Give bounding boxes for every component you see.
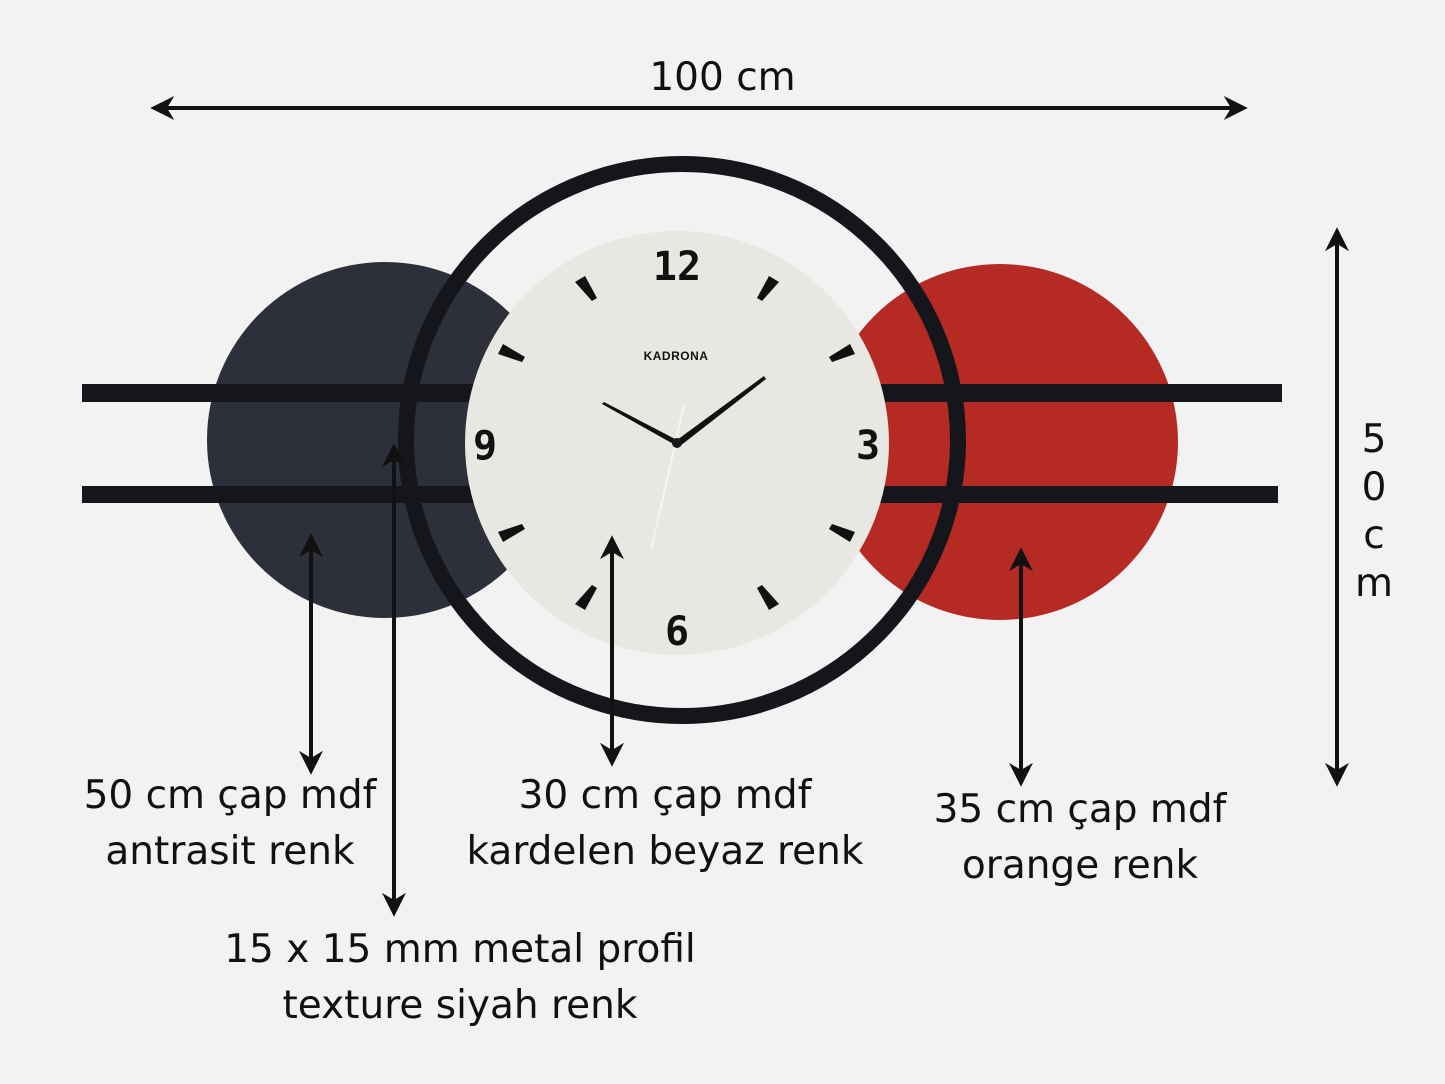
hour-marker-11 xyxy=(575,276,597,301)
numeral-3: 3 xyxy=(856,423,880,469)
hour-hand xyxy=(602,402,677,446)
anthracite-disc xyxy=(207,262,563,618)
orange-disc-label: 35 cm çap mdf orange renk xyxy=(905,782,1255,894)
brand-logo: KADRONA xyxy=(644,349,709,363)
white-dial-label-line1: 30 cm çap mdf xyxy=(518,773,812,818)
hour-marker-7 xyxy=(575,585,597,610)
height-char-4: m xyxy=(1355,561,1393,606)
height-char-3: c xyxy=(1363,513,1385,558)
hand-pivot xyxy=(672,438,682,448)
hour-markers xyxy=(498,276,855,610)
hour-marker-2 xyxy=(829,344,855,362)
metal-ring xyxy=(398,156,966,724)
metal-profile-label: 15 x 15 mm metal profil texture siyah re… xyxy=(190,922,730,1034)
anthracite-label-line2: antrasit renk xyxy=(105,829,355,874)
metal-profile-label-line1: 15 x 15 mm metal profil xyxy=(224,927,696,972)
hour-marker-1 xyxy=(757,276,779,301)
clock-hands xyxy=(602,376,766,551)
numeral-6: 6 xyxy=(665,609,689,655)
minute-hand xyxy=(677,376,766,446)
numeral-12: 12 xyxy=(653,244,701,290)
height-char-2: 0 xyxy=(1361,465,1387,510)
white-dial-label-line2: kardelen beyaz renk xyxy=(466,829,864,874)
orange-disc xyxy=(822,264,1178,620)
height-char-1: 5 xyxy=(1361,417,1387,462)
orange-label-line2: orange renk xyxy=(961,843,1199,888)
anthracite-label-line1: 50 cm çap mdf xyxy=(83,773,377,818)
hour-marker-4 xyxy=(829,524,855,542)
orange-label-line1: 35 cm çap mdf xyxy=(933,787,1227,832)
anthracite-disc-label: 50 cm çap mdf antrasit renk xyxy=(60,768,400,880)
hour-marker-5 xyxy=(757,585,779,610)
width-dimension-label: 100 cm xyxy=(649,55,796,100)
numeral-9: 9 xyxy=(473,423,497,469)
hour-marker-10 xyxy=(498,344,525,362)
metal-profile-label-line2: texture siyah renk xyxy=(282,983,638,1028)
second-hand xyxy=(650,404,685,551)
height-dimension-label: 5 0 c m xyxy=(1344,416,1404,608)
hour-marker-8 xyxy=(498,524,525,542)
white-dial-label: 30 cm çap mdf kardelen beyaz renk xyxy=(440,768,890,880)
